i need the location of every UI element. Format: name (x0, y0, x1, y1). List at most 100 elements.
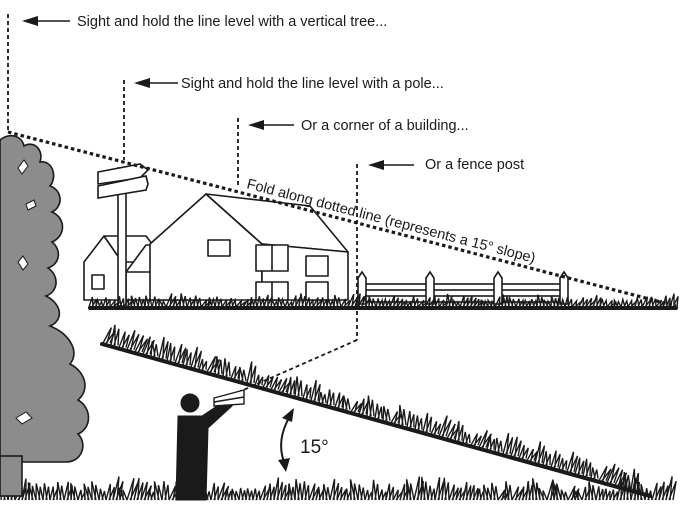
grass-blade (231, 488, 240, 501)
grass-blade (207, 296, 216, 308)
grass-blade (126, 330, 140, 351)
grass-blade (602, 488, 611, 501)
grass-blade (546, 479, 558, 501)
grass-blade (501, 294, 510, 308)
grass-blade (636, 479, 646, 501)
grass-blade (298, 293, 307, 308)
grass-blade (573, 489, 583, 501)
grass-blade (318, 391, 327, 404)
grass-icon (88, 293, 679, 308)
grass-blade (350, 400, 363, 413)
grass-blade (452, 298, 461, 308)
grass-blade (431, 296, 440, 308)
grass-blade (557, 296, 566, 308)
grass-blade (480, 298, 489, 308)
grass-blade (190, 346, 203, 368)
grass-blade (508, 296, 517, 308)
grass-blade (322, 483, 331, 501)
grass-blade (490, 482, 499, 501)
grass-blade (502, 432, 514, 455)
grass-blade (238, 487, 247, 501)
grass-blade (256, 296, 265, 308)
grass-blade (252, 488, 261, 501)
grass-blade (329, 478, 340, 501)
grass-blade (448, 484, 460, 501)
grass-blade (150, 341, 159, 357)
grass-blade (158, 298, 167, 308)
double-arrow-icon (278, 408, 294, 472)
grass-blade (630, 477, 641, 501)
grass-blade (158, 336, 169, 359)
grass-blade (133, 477, 144, 501)
grass-blade (441, 477, 450, 501)
callout-arrows (22, 16, 414, 170)
grass-blade (462, 431, 471, 444)
tree-trunk (0, 455, 23, 497)
grass-blade (182, 349, 192, 366)
grass-blade (277, 296, 286, 308)
grass-icon (0, 476, 677, 501)
grass-blade (374, 403, 383, 419)
grass-blade (375, 297, 384, 308)
grass-blade (560, 489, 569, 501)
grass-blade (228, 297, 237, 308)
grass-blade (378, 489, 387, 501)
grass-blade (665, 476, 677, 501)
grass-blade (333, 294, 342, 308)
grass-blade (266, 483, 275, 501)
arrow-left-icon (368, 160, 414, 170)
grass-blade (454, 420, 464, 441)
grass-blade (550, 450, 561, 468)
grass-blade (179, 293, 188, 308)
grass-blade (669, 293, 679, 308)
grass-blade (153, 481, 163, 501)
grass-blade (590, 467, 599, 479)
grass-blade (270, 297, 279, 308)
grass-blade (558, 457, 568, 470)
grass-blade (595, 486, 604, 501)
ground-lines (88, 306, 678, 498)
grass-blade (567, 485, 580, 501)
grass-blade (161, 481, 170, 501)
grass-blade (198, 358, 208, 371)
person-body (175, 399, 233, 501)
grass-blade (414, 415, 423, 430)
grass-blade (398, 404, 407, 426)
grass-blade (430, 421, 442, 435)
grass-blade (459, 295, 469, 308)
grass-blade (222, 358, 231, 377)
grass-blade (214, 356, 223, 375)
arrow-left-icon (248, 120, 294, 130)
grass-blade (357, 484, 366, 501)
grass-blade (634, 297, 643, 308)
grass-blade (35, 483, 44, 501)
grass-blade (494, 437, 503, 453)
grass-blade (487, 297, 496, 308)
tree-canopy (0, 134, 90, 463)
grass-blade (56, 481, 65, 501)
grass-blade (438, 415, 452, 437)
grass-blade (543, 298, 552, 308)
grass-blade (599, 298, 608, 308)
grass-blade (284, 298, 293, 308)
grass-blade (334, 392, 345, 408)
grass-blade (70, 482, 79, 501)
tree-label: Sight and hold the line level with a ver… (77, 14, 387, 30)
grass-blade (249, 297, 258, 308)
grass-blade (538, 487, 548, 501)
grass-blade (49, 486, 58, 501)
grass-blade (623, 476, 632, 501)
grass-blade (294, 376, 303, 397)
arrow-left-icon (22, 16, 70, 26)
grass-blade (582, 458, 592, 477)
grass-blade (504, 481, 513, 501)
grass-blade (410, 296, 419, 308)
grass-blade (478, 430, 492, 448)
grass-blade (349, 479, 359, 501)
grass-blade (305, 297, 314, 308)
grass-blade (302, 384, 312, 399)
grass-blade (534, 441, 546, 464)
person-head (180, 393, 200, 413)
grass-blade (613, 297, 622, 308)
